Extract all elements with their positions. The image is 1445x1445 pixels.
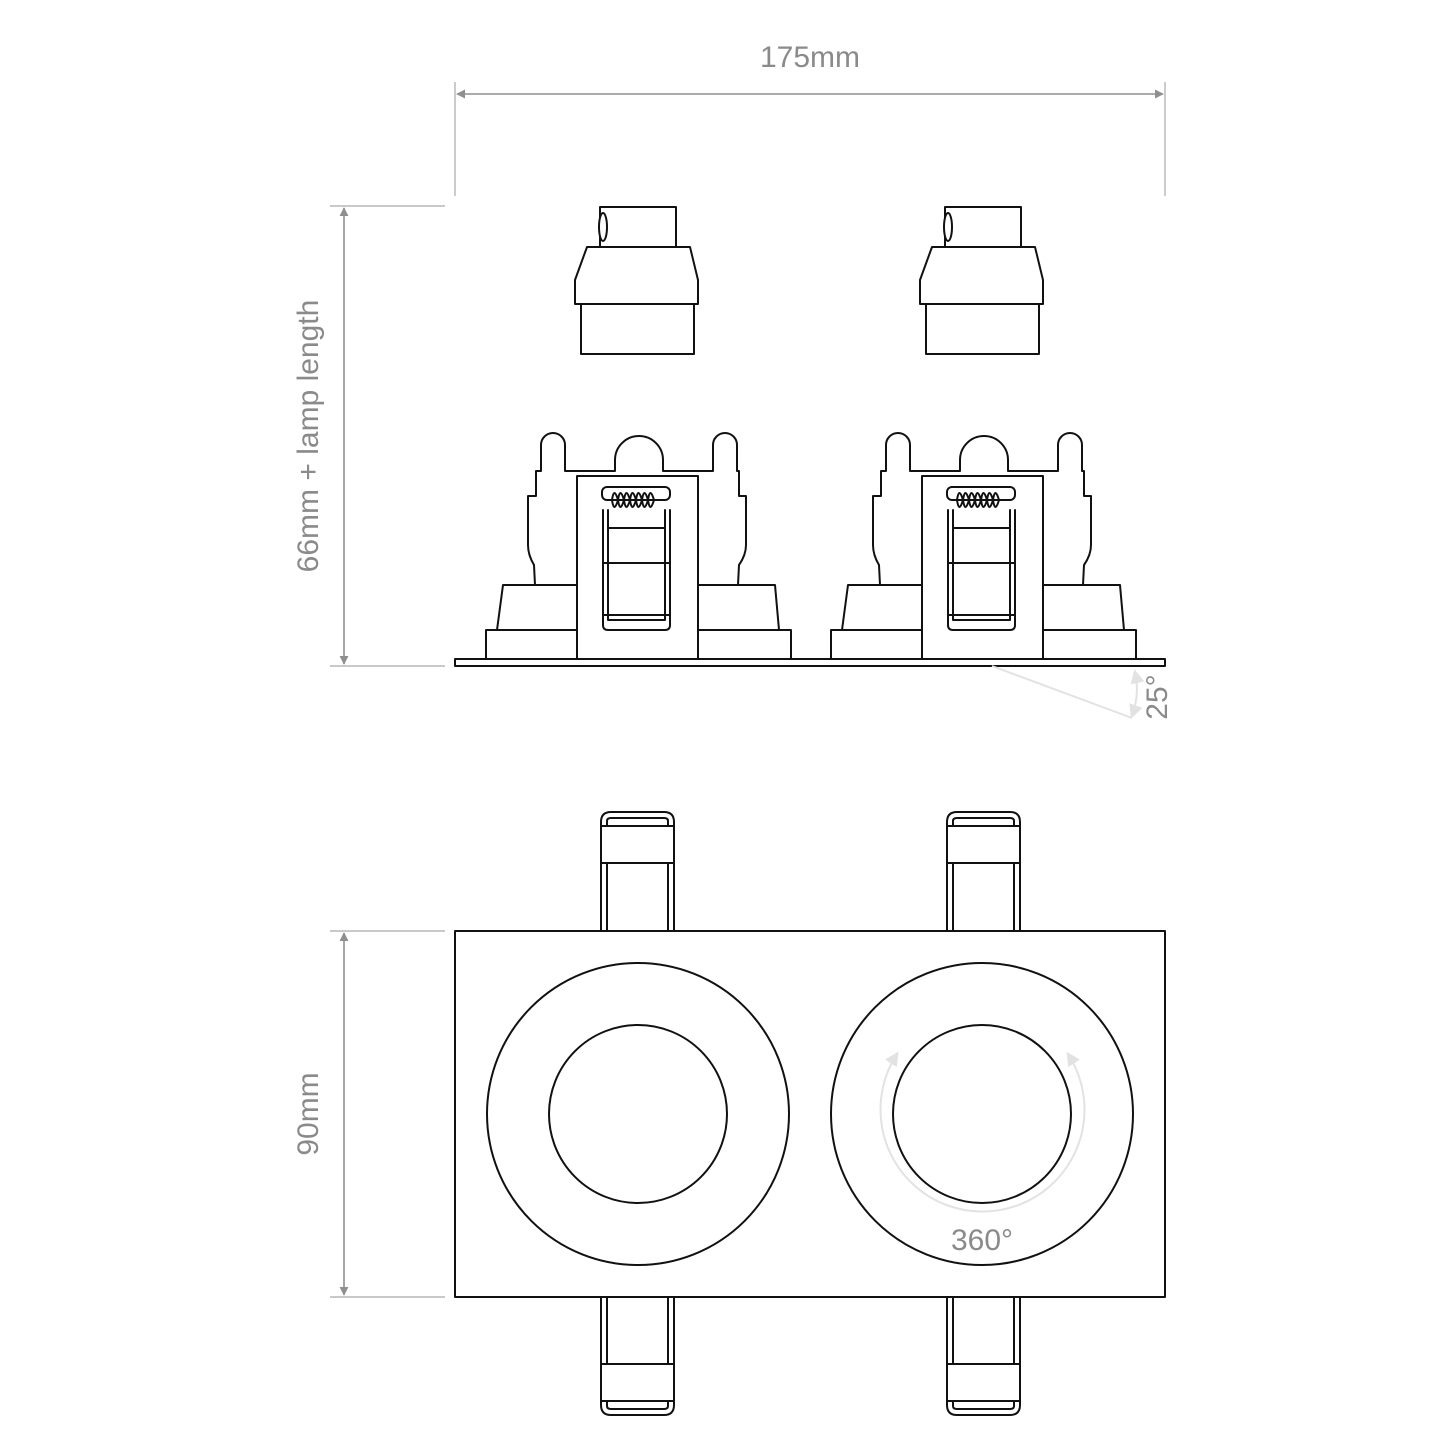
clip-top-right <box>946 811 1021 931</box>
lamp-holder-left <box>574 206 699 355</box>
depth-label: 90mm <box>292 1072 325 1155</box>
height-label: 66mm + lamp length <box>292 300 325 573</box>
aperture-left <box>486 962 790 1266</box>
fixture-body-right <box>830 432 1137 660</box>
trim-plate <box>454 930 1166 1298</box>
clip-bottom-left <box>600 1296 675 1416</box>
height-dimension: 66mm + lamp length <box>292 205 445 667</box>
tilt-indicator: 25° <box>991 665 1174 720</box>
rotation-label: 360° <box>951 1224 1013 1257</box>
tilt-label: 25° <box>1141 674 1174 719</box>
rotation-indicator: 360° <box>879 1051 1086 1257</box>
width-dimension: 175mm <box>454 41 1166 196</box>
base-plate <box>454 658 1166 667</box>
fixture-body-left <box>485 432 792 660</box>
width-label: 175mm <box>760 41 860 74</box>
depth-dimension: 90mm <box>292 930 445 1298</box>
lamp-holder-right <box>919 206 1044 355</box>
aperture-right <box>830 962 1134 1266</box>
clip-top-left <box>600 811 675 931</box>
clip-bottom-right <box>946 1296 1021 1416</box>
